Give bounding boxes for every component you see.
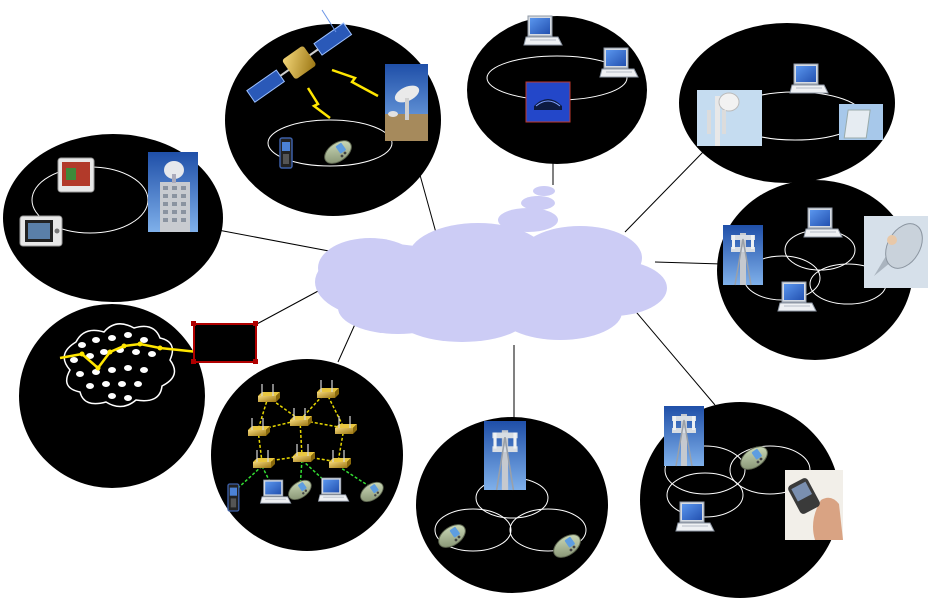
- cell-ring: [434, 508, 512, 552]
- pda-device-icon: [19, 215, 63, 247]
- link-wimax: [624, 149, 706, 233]
- sink-box-icon: [191, 321, 258, 364]
- link-mesh: [337, 321, 357, 363]
- mobile-phone-icon: [279, 137, 293, 169]
- cellular-cells-domain: [717, 180, 928, 360]
- cellular-base-domain: [416, 417, 608, 593]
- route-nodes: [79, 341, 163, 371]
- satellite-dish-device-icon: [864, 216, 928, 288]
- link-cellular-handoff: [625, 299, 716, 406]
- sensor-cloud: [63, 323, 176, 408]
- antenna-panel-icon: [839, 104, 883, 140]
- radio-telescope-icon: [385, 64, 428, 141]
- cell-ring: [666, 472, 744, 518]
- mobile-phone-icon: [227, 483, 240, 512]
- sensor-route: [59, 342, 199, 370]
- cell-ring: [664, 445, 746, 495]
- coverage-ring: [267, 119, 393, 167]
- cell-tower-icon: [663, 405, 705, 467]
- broadcast-building-icon: [148, 152, 198, 232]
- mesh-domain: [211, 359, 403, 551]
- cell-tower-icon: [722, 224, 764, 286]
- link-sensor: [254, 289, 321, 326]
- client-links: [237, 459, 373, 489]
- satellite-domain: [225, 9, 441, 216]
- cloud-icon: [315, 186, 667, 342]
- wimax-tower-icon: [697, 90, 762, 146]
- sensor-node-icon: [70, 332, 156, 401]
- link-cellular-cells: [654, 261, 723, 265]
- wimax-domain: [679, 23, 895, 183]
- handheld-phone-photo-icon: [785, 470, 843, 540]
- cellular-handoff-domain: [640, 402, 843, 598]
- sensor-domain: [19, 304, 258, 488]
- cell-tower-icon: [483, 420, 527, 491]
- satellite-icon: [246, 9, 353, 103]
- link-satellite: [419, 174, 439, 241]
- cell-ring: [509, 508, 587, 552]
- pda-device-icon: [57, 157, 95, 193]
- access-point-icon: [525, 81, 571, 123]
- satellite-link: [331, 68, 379, 98]
- broadcast-domain: [3, 134, 223, 302]
- satellite-link: [306, 87, 331, 119]
- wlan-domain: [467, 15, 647, 164]
